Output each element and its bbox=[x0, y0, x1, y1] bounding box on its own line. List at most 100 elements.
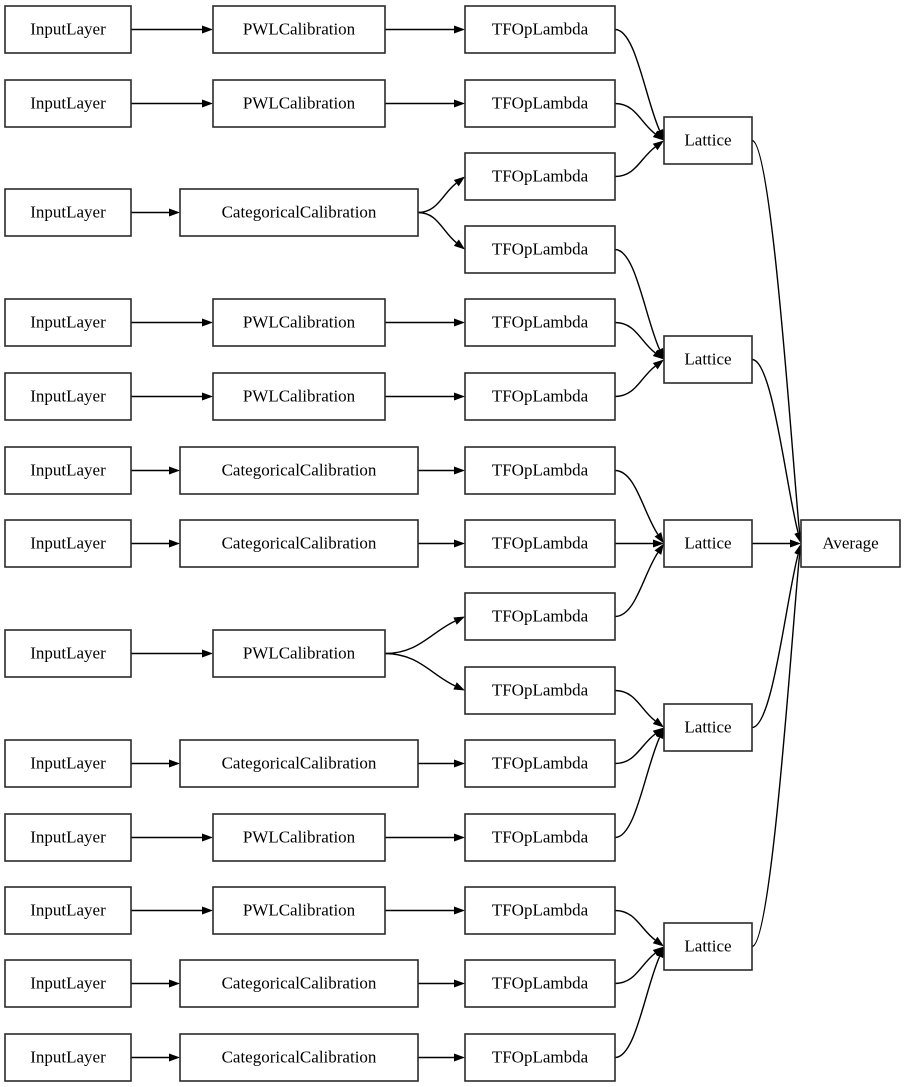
node-average-avg[interactable]: Average bbox=[800, 519, 901, 568]
node-box[interactable] bbox=[4, 959, 132, 1008]
node-lattice-lat0[interactable]: Lattice bbox=[663, 116, 753, 165]
node-box[interactable] bbox=[464, 813, 616, 862]
node-tfoplambda-op1[interactable]: TFOpLambda bbox=[464, 79, 616, 128]
node-box[interactable] bbox=[179, 519, 419, 568]
node-tfoplambda-op10[interactable]: TFOpLambda bbox=[464, 739, 616, 788]
node-pwlcalibration-cal0[interactable]: PWLCalibration bbox=[212, 5, 386, 54]
node-box[interactable] bbox=[663, 335, 753, 384]
node-lattice-lat1[interactable]: Lattice bbox=[663, 335, 753, 384]
node-box[interactable] bbox=[464, 592, 616, 641]
node-box[interactable] bbox=[4, 519, 132, 568]
node-box[interactable] bbox=[179, 1033, 419, 1082]
node-box[interactable] bbox=[212, 629, 386, 678]
node-box[interactable] bbox=[212, 79, 386, 128]
node-inputlayer-in3[interactable]: InputLayer bbox=[4, 298, 132, 347]
node-categoricalcalibration-cal2[interactable]: CategoricalCalibration bbox=[179, 188, 419, 237]
node-inputlayer-in12[interactable]: InputLayer bbox=[4, 1033, 132, 1082]
node-tfoplambda-op6[interactable]: TFOpLambda bbox=[464, 446, 616, 495]
node-tfoplambda-op8[interactable]: TFOpLambda bbox=[464, 592, 616, 641]
node-pwlcalibration-cal1[interactable]: PWLCalibration bbox=[212, 79, 386, 128]
node-pwlcalibration-cal10[interactable]: PWLCalibration bbox=[212, 886, 386, 935]
node-box[interactable] bbox=[464, 152, 616, 201]
node-box[interactable] bbox=[4, 886, 132, 935]
node-box[interactable] bbox=[663, 922, 753, 971]
node-inputlayer-in7[interactable]: InputLayer bbox=[4, 629, 132, 678]
node-tfoplambda-op9[interactable]: TFOpLambda bbox=[464, 666, 616, 715]
node-box[interactable] bbox=[212, 298, 386, 347]
node-categoricalcalibration-cal6[interactable]: CategoricalCalibration bbox=[179, 519, 419, 568]
node-inputlayer-in11[interactable]: InputLayer bbox=[4, 959, 132, 1008]
node-tfoplambda-op14[interactable]: TFOpLambda bbox=[464, 1033, 616, 1082]
node-box[interactable] bbox=[4, 629, 132, 678]
node-categoricalcalibration-cal11[interactable]: CategoricalCalibration bbox=[179, 959, 419, 1008]
node-pwlcalibration-cal4[interactable]: PWLCalibration bbox=[212, 372, 386, 421]
edge-inputlayer-to-pwlcalibration bbox=[131, 318, 213, 327]
node-box[interactable] bbox=[464, 298, 616, 347]
node-box[interactable] bbox=[4, 813, 132, 862]
node-box[interactable] bbox=[464, 225, 616, 274]
node-box[interactable] bbox=[212, 5, 386, 54]
node-inputlayer-in5[interactable]: InputLayer bbox=[4, 446, 132, 495]
arrowhead-icon bbox=[453, 176, 465, 187]
node-box[interactable] bbox=[663, 703, 753, 752]
edge-inputlayer-to-categoricalcalibration bbox=[131, 979, 180, 988]
node-pwlcalibration-cal7[interactable]: PWLCalibration bbox=[212, 629, 386, 678]
node-tfoplambda-op11[interactable]: TFOpLambda bbox=[464, 813, 616, 862]
node-lattice-lat3[interactable]: Lattice bbox=[663, 703, 753, 752]
node-box[interactable] bbox=[464, 372, 616, 421]
node-box[interactable] bbox=[464, 519, 616, 568]
node-tfoplambda-op7[interactable]: TFOpLambda bbox=[464, 519, 616, 568]
node-box[interactable] bbox=[464, 446, 616, 495]
node-tfoplambda-op4[interactable]: TFOpLambda bbox=[464, 298, 616, 347]
node-box[interactable] bbox=[663, 116, 753, 165]
node-box[interactable] bbox=[663, 519, 753, 568]
node-box[interactable] bbox=[464, 79, 616, 128]
node-box[interactable] bbox=[4, 372, 132, 421]
node-categoricalcalibration-cal5[interactable]: CategoricalCalibration bbox=[179, 446, 419, 495]
node-box[interactable] bbox=[464, 739, 616, 788]
node-box[interactable] bbox=[4, 446, 132, 495]
node-lattice-lat2[interactable]: Lattice bbox=[663, 519, 753, 568]
node-box[interactable] bbox=[4, 739, 132, 788]
node-box[interactable] bbox=[212, 372, 386, 421]
node-inputlayer-in8[interactable]: InputLayer bbox=[4, 739, 132, 788]
node-box[interactable] bbox=[212, 813, 386, 862]
node-inputlayer-in2[interactable]: InputLayer bbox=[4, 188, 132, 237]
node-inputlayer-in4[interactable]: InputLayer bbox=[4, 372, 132, 421]
node-box[interactable] bbox=[464, 959, 616, 1008]
node-box[interactable] bbox=[4, 188, 132, 237]
node-tfoplambda-op12[interactable]: TFOpLambda bbox=[464, 886, 616, 935]
node-inputlayer-in10[interactable]: InputLayer bbox=[4, 886, 132, 935]
node-categoricalcalibration-cal12[interactable]: CategoricalCalibration bbox=[179, 1033, 419, 1082]
node-box[interactable] bbox=[464, 886, 616, 935]
node-tfoplambda-op2[interactable]: TFOpLambda bbox=[464, 152, 616, 201]
node-box[interactable] bbox=[464, 666, 616, 715]
node-pwlcalibration-cal9[interactable]: PWLCalibration bbox=[212, 813, 386, 862]
node-box[interactable] bbox=[800, 519, 901, 568]
node-box[interactable] bbox=[212, 886, 386, 935]
node-categoricalcalibration-cal8[interactable]: CategoricalCalibration bbox=[179, 739, 419, 788]
edge-lattice-to-average bbox=[751, 358, 803, 544]
node-inputlayer-in6[interactable]: InputLayer bbox=[4, 519, 132, 568]
node-tfoplambda-op5[interactable]: TFOpLambda bbox=[464, 372, 616, 421]
node-box[interactable] bbox=[4, 298, 132, 347]
node-tfoplambda-op13[interactable]: TFOpLambda bbox=[464, 959, 616, 1008]
node-inputlayer-in9[interactable]: InputLayer bbox=[4, 813, 132, 862]
node-box[interactable] bbox=[179, 959, 419, 1008]
node-lattice-lat4[interactable]: Lattice bbox=[663, 922, 753, 971]
node-tfoplambda-op0[interactable]: TFOpLambda bbox=[464, 5, 616, 54]
node-tfoplambda-op3[interactable]: TFOpLambda bbox=[464, 225, 616, 274]
node-box[interactable] bbox=[464, 5, 616, 54]
node-inputlayer-in1[interactable]: InputLayer bbox=[4, 79, 132, 128]
node-box[interactable] bbox=[4, 79, 132, 128]
node-box[interactable] bbox=[464, 1033, 616, 1082]
node-pwlcalibration-cal3[interactable]: PWLCalibration bbox=[212, 298, 386, 347]
edge-lattice-to-average bbox=[752, 539, 801, 548]
node-inputlayer-in0[interactable]: InputLayer bbox=[4, 5, 132, 54]
node-box[interactable] bbox=[179, 188, 419, 237]
node-box[interactable] bbox=[4, 5, 132, 54]
node-box[interactable] bbox=[179, 446, 419, 495]
edge-tfoplambda-to-lattice bbox=[614, 248, 664, 360]
node-box[interactable] bbox=[4, 1033, 132, 1082]
node-box[interactable] bbox=[179, 739, 419, 788]
